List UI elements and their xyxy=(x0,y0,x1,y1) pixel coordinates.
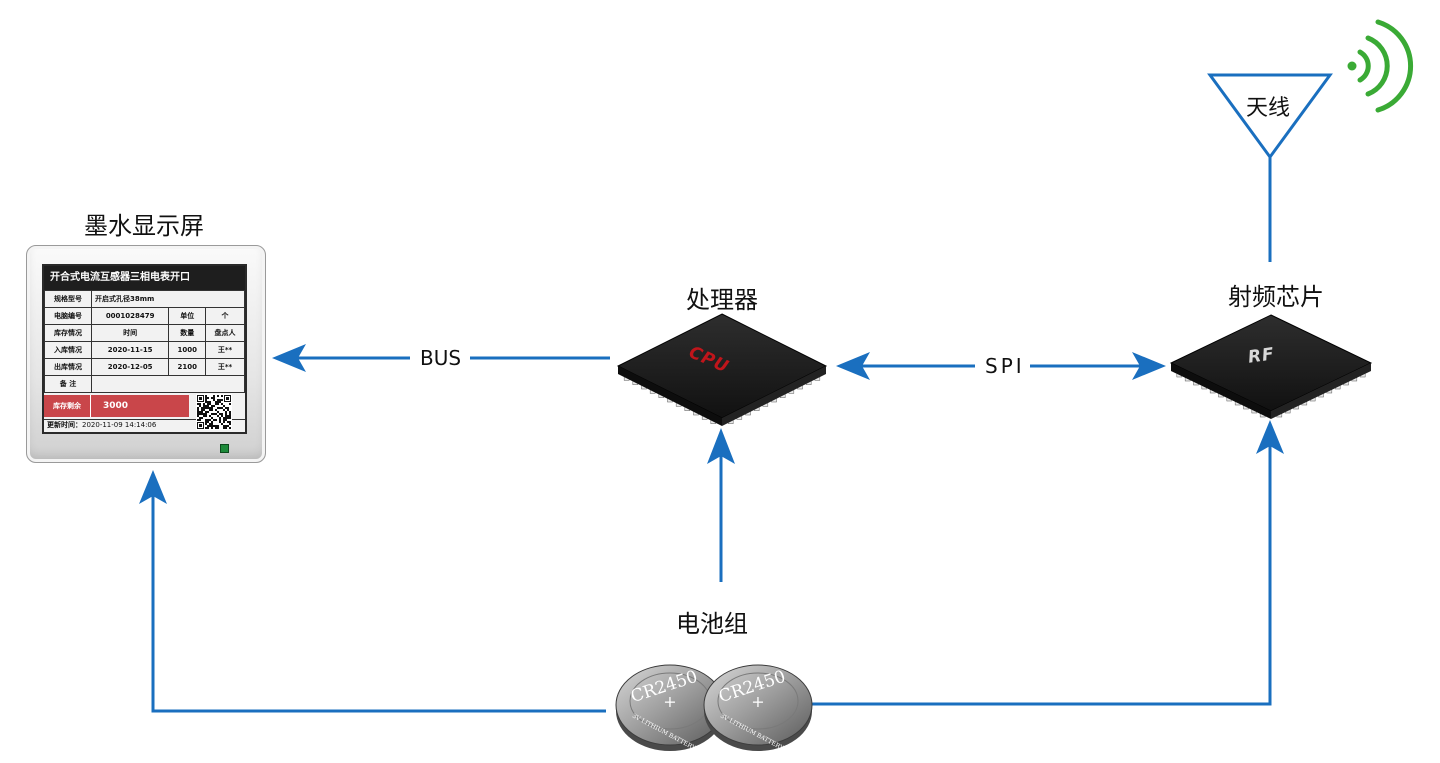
table-cell: 规格型号 xyxy=(44,290,92,308)
processor-label: 处理器 xyxy=(686,286,758,314)
table-cell: 单位 xyxy=(168,307,207,325)
table-cell: 备 注 xyxy=(44,375,92,393)
rf-marking: RF xyxy=(1246,344,1276,368)
eink-screen: 开合式电流互感器三相电表开口 规格型号 开启式孔径38mm 电脑编号 00010… xyxy=(42,264,247,434)
table-cell: 数量 xyxy=(168,324,207,342)
table-cell: 个 xyxy=(205,307,245,325)
table-cell: 出库情况 xyxy=(44,358,92,376)
table-cell: 入库情况 xyxy=(44,341,92,359)
battery-label: 电池组 xyxy=(676,610,748,638)
table-cell: 盘点人 xyxy=(205,324,245,342)
table-cell: 1000 xyxy=(168,341,207,359)
table-cell: 王** xyxy=(205,341,245,359)
table-row: 出库情况 2020-12-05 2100 王** xyxy=(44,358,245,376)
update-time-value: 2020-11-09 14:14:06 xyxy=(82,421,157,429)
table-row: 规格型号 开启式孔径38mm xyxy=(44,290,245,308)
remaining-value: 3000 xyxy=(91,395,189,417)
spi-label: SPI xyxy=(981,354,1029,378)
screen-title: 开合式电流互感器三相电表开口 xyxy=(44,266,245,290)
table-cell: 0001028479 xyxy=(90,307,170,325)
wifi-signal-icon xyxy=(1347,19,1413,113)
display-label: 墨水显示屏 xyxy=(84,212,204,240)
table-row: 库存情况 时间 数量 盘点人 xyxy=(44,324,245,342)
battery-2-polarity: + xyxy=(751,692,764,711)
update-time-label: 更新时间： xyxy=(47,421,82,429)
bus-arrowhead-icon xyxy=(272,344,306,372)
power-rf-arrowhead-icon xyxy=(1256,420,1284,454)
bus-label: BUS xyxy=(416,346,466,370)
table-cell: 库存情况 xyxy=(44,324,92,342)
spi-arrowhead-left-icon xyxy=(836,352,870,380)
rf-chip-label: 射频芯片 xyxy=(1228,283,1324,311)
table-cell: 开启式孔径38mm xyxy=(91,290,245,308)
bus-connection xyxy=(272,344,610,372)
led-indicator-icon xyxy=(220,444,229,453)
update-time-row: 更新时间：2020-11-09 14:14:06 xyxy=(47,420,156,430)
table-cell: 2020-11-15 xyxy=(90,341,170,359)
rf-chip xyxy=(1169,314,1373,419)
table-cell: 2100 xyxy=(168,358,207,376)
power-to-rf xyxy=(810,420,1284,706)
table-row: 入库情况 2020-11-15 1000 王** xyxy=(44,341,245,359)
table-cell: 王** xyxy=(205,358,245,376)
power-to-cpu xyxy=(707,428,735,582)
table-row: 电脑编号 0001028479 单位 个 xyxy=(44,307,245,325)
spi-connection xyxy=(836,352,1166,380)
antenna-label: 天线 xyxy=(1246,96,1291,121)
power-to-display xyxy=(139,470,606,713)
table-cell xyxy=(91,375,245,393)
qr-code-icon xyxy=(196,394,232,430)
power-display-arrowhead-icon xyxy=(139,470,167,504)
battery-1: CR2450 + 3V LITHIUM BATTERY xyxy=(615,664,725,752)
remaining-label: 库存剩余 xyxy=(44,395,91,417)
cpu-chip xyxy=(616,313,828,426)
screen-info-table: 规格型号 开启式孔径38mm 电脑编号 0001028479 单位 个 库存情况… xyxy=(44,290,245,393)
table-cell: 时间 xyxy=(90,324,170,342)
eink-display-device: 开合式电流互感器三相电表开口 规格型号 开启式孔径38mm 电脑编号 00010… xyxy=(26,245,266,463)
table-row: 备 注 xyxy=(44,375,245,393)
antenna-icon xyxy=(1207,73,1333,262)
battery-1-polarity: + xyxy=(663,692,676,711)
remaining-row: 库存剩余 3000 xyxy=(44,393,245,430)
battery-2: CR2450 + 3V LITHIUM BATTERY xyxy=(703,664,813,752)
power-cpu-arrowhead-icon xyxy=(707,428,735,464)
table-cell: 电脑编号 xyxy=(44,307,92,325)
table-cell: 2020-12-05 xyxy=(90,358,170,376)
spi-arrowhead-right-icon xyxy=(1132,352,1166,380)
